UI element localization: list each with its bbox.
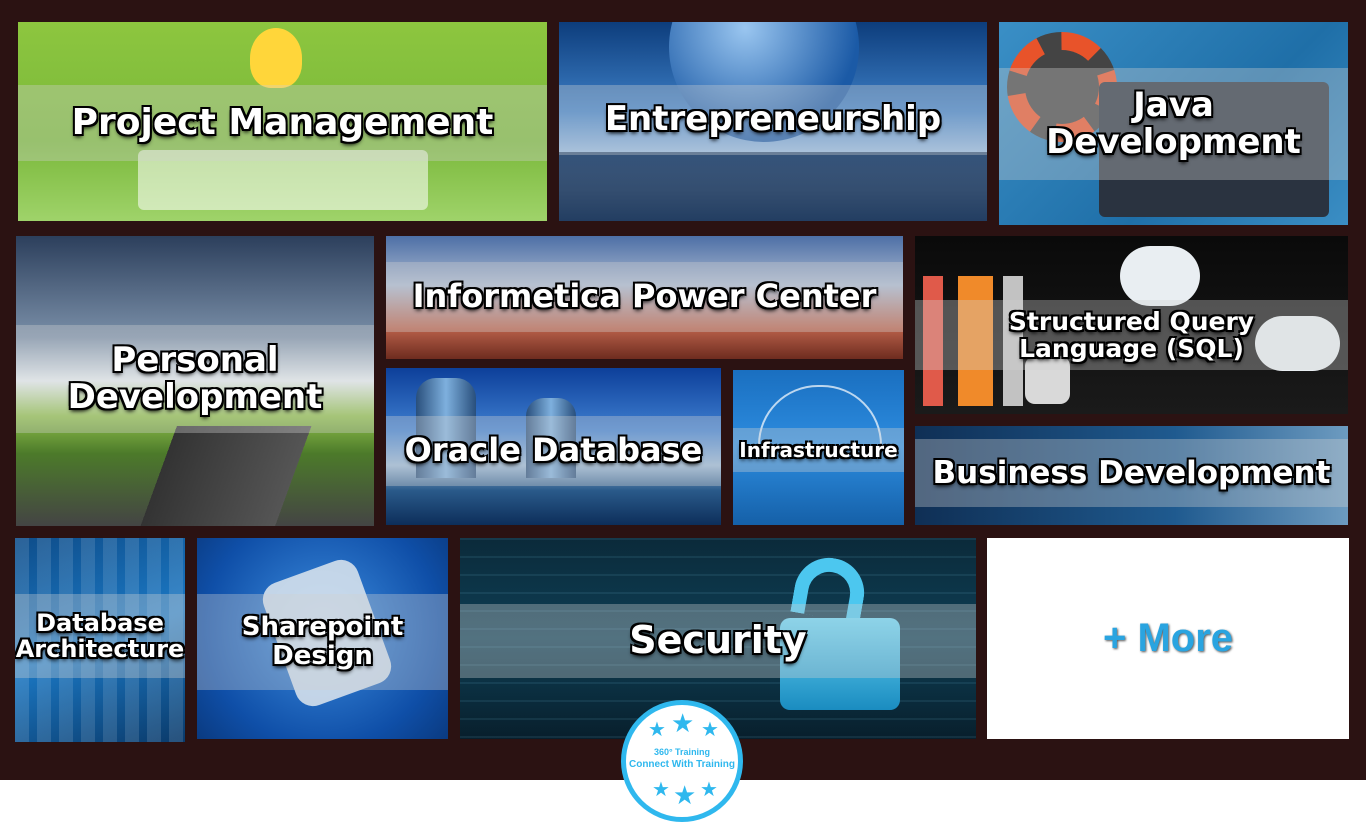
course-grid: Project Management Entrepreneurship Java…: [0, 0, 1366, 780]
star-icon: ★: [652, 777, 670, 801]
tile-oracle-database[interactable]: Oracle Database: [386, 368, 721, 525]
database-icon: [1025, 356, 1070, 404]
brand-name: 360° Training: [653, 747, 711, 757]
more-button[interactable]: + More: [987, 538, 1349, 739]
crowd-illustration: [559, 152, 987, 221]
star-icon: ★: [673, 781, 697, 811]
star-icon: ★: [648, 717, 666, 741]
tile-label: Java Development: [1046, 84, 1301, 162]
brand-tagline: Connect With Training: [628, 759, 735, 770]
buildings-illustration: [923, 276, 1023, 406]
tile-label: Business Development: [932, 454, 1331, 491]
tile-label: Informetica Power Center: [412, 277, 877, 316]
star-icon: ★: [671, 709, 695, 739]
tile-label: Structured Query Language (SQL): [1008, 306, 1255, 363]
tile-label: Infrastructure: [739, 438, 898, 462]
padlock-body: [780, 618, 900, 710]
tiles-pattern-illustration: [15, 538, 185, 742]
tile-label: Project Management: [71, 102, 494, 144]
tile-java-development[interactable]: Java Development: [999, 22, 1348, 225]
tile-project-management[interactable]: Project Management: [18, 22, 547, 221]
code-screen-illustration: [1099, 82, 1329, 217]
cloud-icon: [1255, 316, 1340, 371]
cloud-icon: [1120, 246, 1200, 306]
tile-sharepoint-design[interactable]: Sharepoint Design: [197, 538, 448, 739]
tile-label: Entrepreneurship: [604, 99, 942, 140]
lightbulb-icon: [250, 28, 302, 88]
tile-label: Personal Development: [67, 339, 323, 417]
towers-illustration: [526, 398, 576, 478]
tile-security[interactable]: Security: [460, 538, 976, 739]
tile-label: Security: [629, 618, 807, 663]
road-illustration: [76, 426, 374, 526]
tile-label: Oracle Database: [404, 431, 703, 470]
tile-infrastructure[interactable]: Infrastructure: [733, 370, 904, 525]
tile-entrepreneurship[interactable]: Entrepreneurship: [559, 22, 987, 221]
team-meeting-illustration: [138, 150, 428, 210]
tile-informatica-power-center[interactable]: Informetica Power Center: [386, 236, 903, 359]
tile-sql[interactable]: Structured Query Language (SQL): [915, 236, 1348, 414]
tile-business-development[interactable]: Business Development: [915, 426, 1348, 525]
tile-database-architecture[interactable]: Database Architecture: [15, 538, 185, 742]
brand-badge: ★ ★ ★ 360° Training Connect With Trainin…: [621, 700, 743, 822]
more-label: + More: [1102, 616, 1234, 660]
towers-illustration: [416, 378, 476, 478]
tile-personal-development[interactable]: Personal Development: [16, 236, 374, 526]
tile-label: Sharepoint Design: [241, 612, 404, 671]
tile-label: Database Architecture: [15, 608, 185, 663]
star-icon: ★: [701, 717, 719, 741]
star-icon: ★: [700, 777, 718, 801]
